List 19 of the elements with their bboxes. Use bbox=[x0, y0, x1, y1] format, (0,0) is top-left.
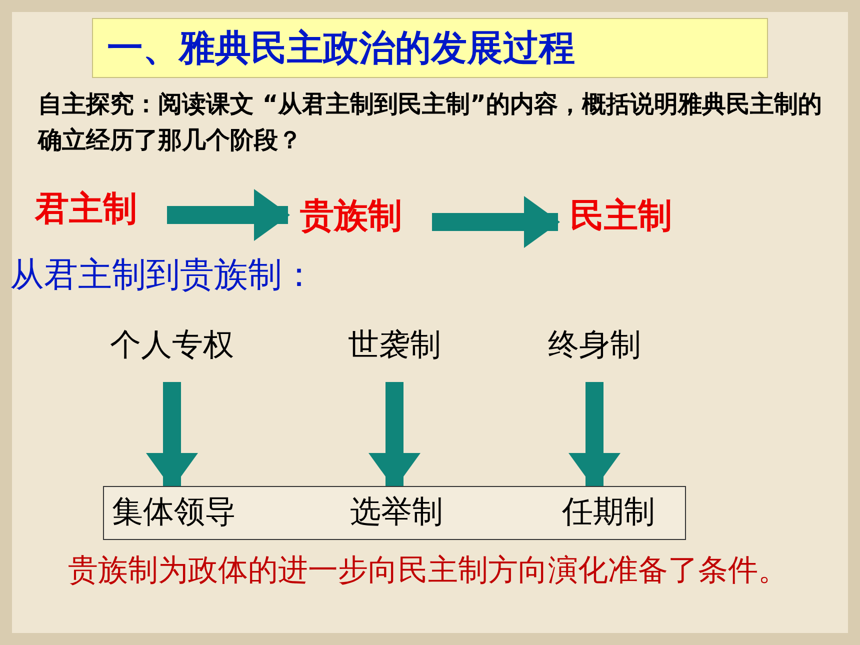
block-arrow bbox=[568, 382, 620, 489]
block-arrow bbox=[432, 196, 560, 248]
slide-title: 一、雅典民主政治的发展过程 bbox=[92, 18, 768, 78]
stage-label: 终身制 bbox=[548, 324, 641, 366]
stage-label: 集体领导 bbox=[112, 491, 236, 533]
stage-label: 世袭制 bbox=[348, 324, 441, 366]
stage-label: 民主制 bbox=[570, 193, 672, 239]
block-arrow bbox=[146, 382, 198, 489]
conclusion-text: 贵族制为政体的进一步向民主制方向演化准备了条件。 bbox=[67, 552, 789, 590]
stage-label: 选举制 bbox=[350, 491, 443, 533]
stage-label: 任期制 bbox=[562, 491, 655, 533]
block-arrow bbox=[167, 189, 290, 241]
question-text: 自主探究：阅读课文 “从君主制到民主制”的内容，概括说明雅典民主制的确立经历了那几个阶段？ bbox=[38, 89, 823, 156]
stage-label: 君主制 bbox=[35, 186, 137, 232]
block-arrow bbox=[368, 382, 420, 489]
group-box bbox=[103, 486, 686, 540]
stage-label: 贵族制 bbox=[300, 193, 402, 239]
section-heading: 从君主制到贵族制： bbox=[10, 254, 316, 297]
stage-label: 个人专权 bbox=[110, 324, 234, 366]
